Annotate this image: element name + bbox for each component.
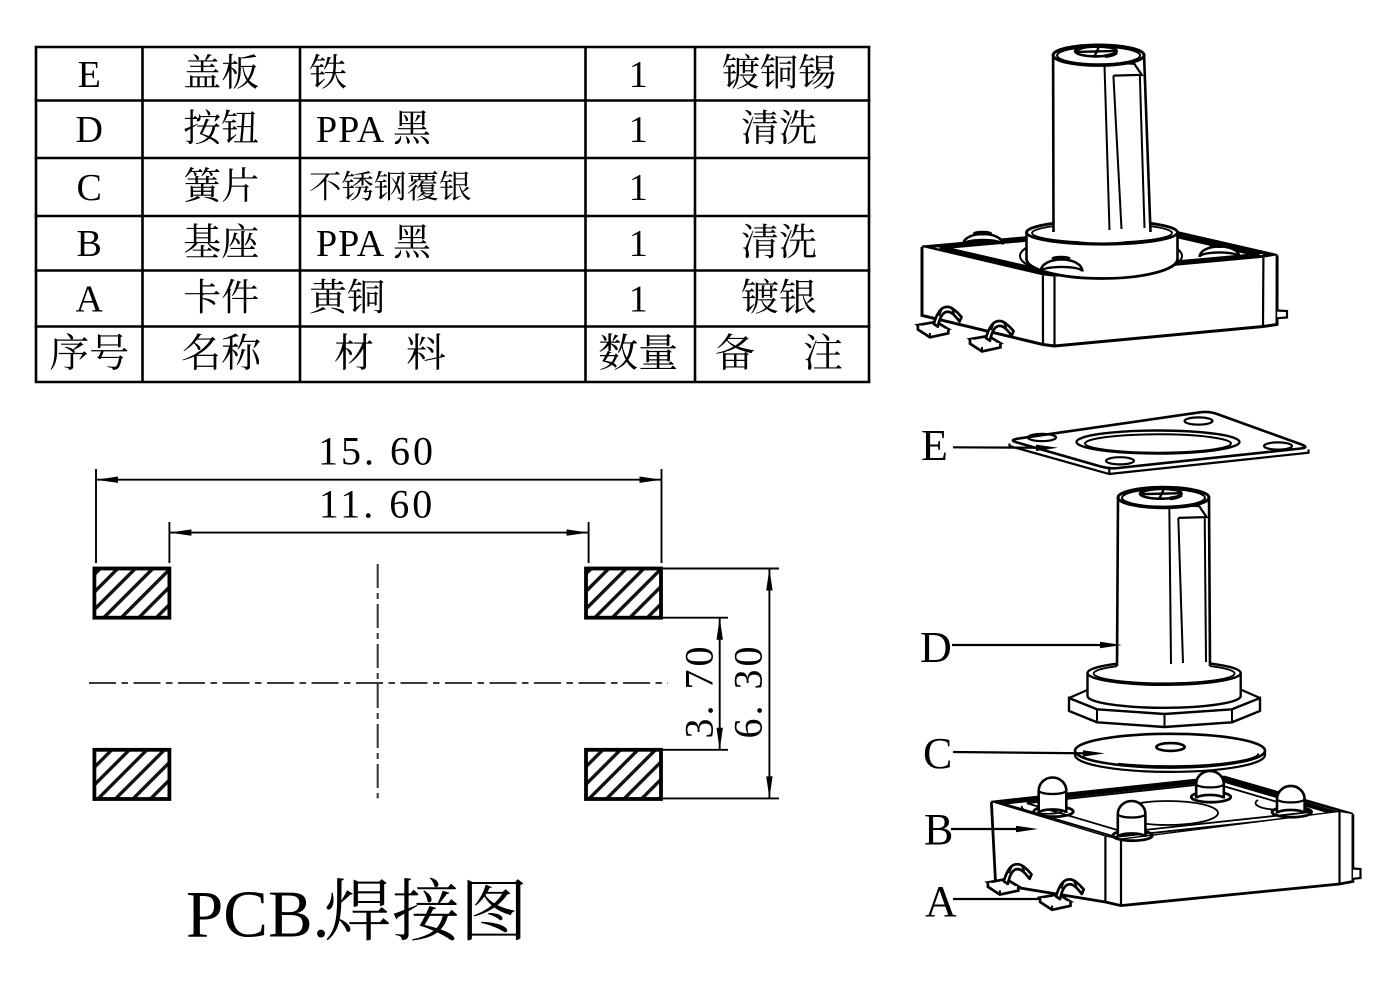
svg-text:1: 1 bbox=[629, 223, 648, 265]
svg-text:A: A bbox=[75, 279, 103, 321]
svg-text:1: 1 bbox=[629, 54, 648, 96]
svg-text:C: C bbox=[77, 167, 102, 209]
svg-text:1: 1 bbox=[629, 279, 648, 321]
svg-text:E: E bbox=[78, 54, 101, 96]
svg-text:11. 60: 11. 60 bbox=[319, 482, 436, 527]
svg-text:D: D bbox=[75, 109, 102, 151]
svg-text:A: A bbox=[925, 877, 957, 926]
svg-text:D: D bbox=[920, 623, 952, 672]
svg-text:PCB.: PCB. bbox=[186, 878, 329, 952]
svg-text:PPA: PPA bbox=[316, 223, 385, 265]
svg-text:B: B bbox=[924, 805, 953, 854]
svg-text:E: E bbox=[921, 421, 948, 470]
svg-text:PPA: PPA bbox=[316, 109, 385, 151]
svg-text:6. 30: 6. 30 bbox=[726, 644, 771, 739]
svg-text:1: 1 bbox=[629, 167, 648, 209]
svg-text:3. 70: 3. 70 bbox=[677, 644, 722, 739]
svg-text:C: C bbox=[923, 729, 952, 778]
svg-text:1: 1 bbox=[629, 109, 648, 151]
svg-text:15. 60: 15. 60 bbox=[318, 429, 436, 474]
svg-text:B: B bbox=[77, 223, 102, 265]
